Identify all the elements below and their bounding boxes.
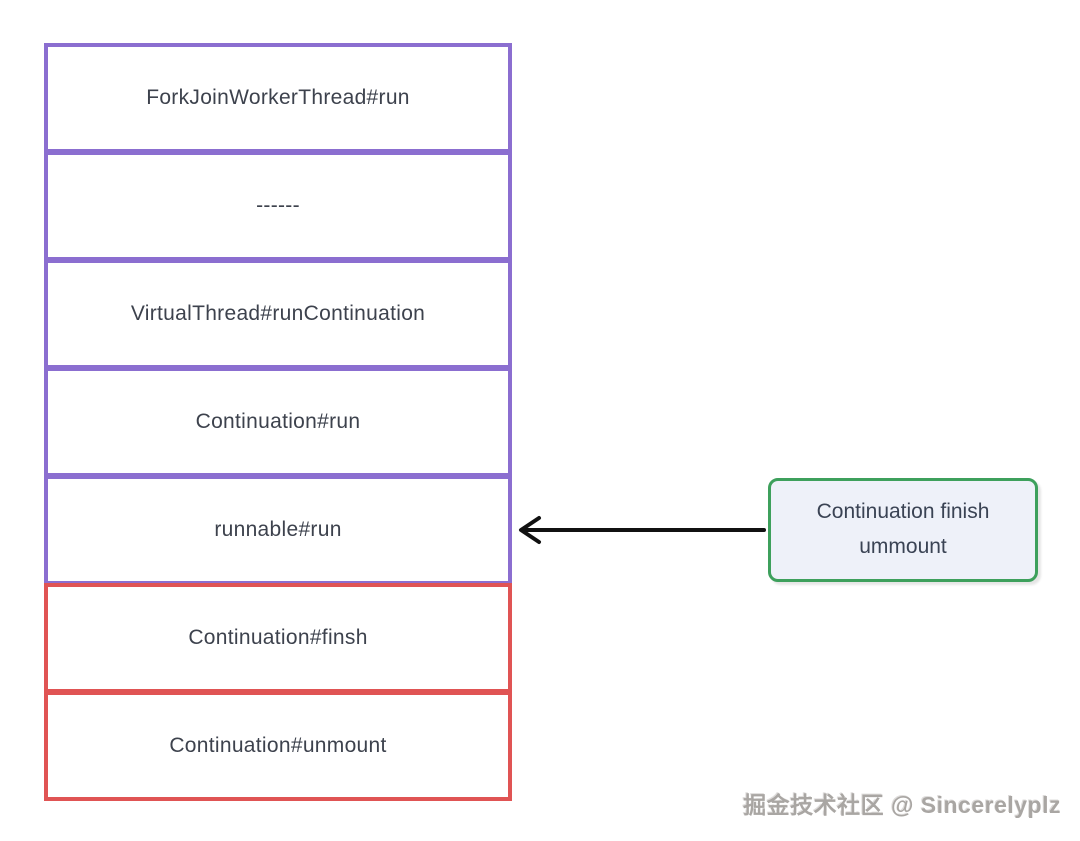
left-arrow-connector — [519, 516, 766, 544]
stack-frame-label: Continuation#run — [195, 410, 361, 433]
stack-frame-label: Continuation#unmount — [169, 734, 387, 757]
stack-frame-label: runnable#run — [214, 518, 342, 541]
stack-frame-continuation-run: Continuation#run — [44, 367, 512, 477]
stack-frame-virtualthread-runcontinuation: VirtualThread#runContinuation — [44, 259, 512, 369]
stack-frame-label: Continuation#finsh — [188, 626, 368, 649]
note-box-continuation-finish-ummount: Continuation finish ummount — [768, 478, 1038, 582]
stack-frame-label: ForkJoinWorkerThread#run — [146, 86, 410, 109]
stack-frame-runnable-run: runnable#run — [44, 475, 512, 585]
stack-frame-continuation-unmount: Continuation#unmount — [44, 691, 512, 801]
stack-frame-label: VirtualThread#runContinuation — [130, 302, 426, 325]
call-stack: ForkJoinWorkerThread#run ------ VirtualT… — [44, 43, 512, 801]
note-label: Continuation finish ummount — [816, 500, 990, 558]
watermark-text: 掘金技术社区 @ Sincerelyplz — [743, 792, 1061, 818]
stack-frame-continuation-finsh: Continuation#finsh — [44, 583, 512, 693]
stack-frame-dashes: ------ — [44, 151, 512, 261]
stack-frame-forkjoinworkerthread-run: ForkJoinWorkerThread#run — [44, 43, 512, 153]
stack-frame-label: ------ — [256, 194, 300, 217]
